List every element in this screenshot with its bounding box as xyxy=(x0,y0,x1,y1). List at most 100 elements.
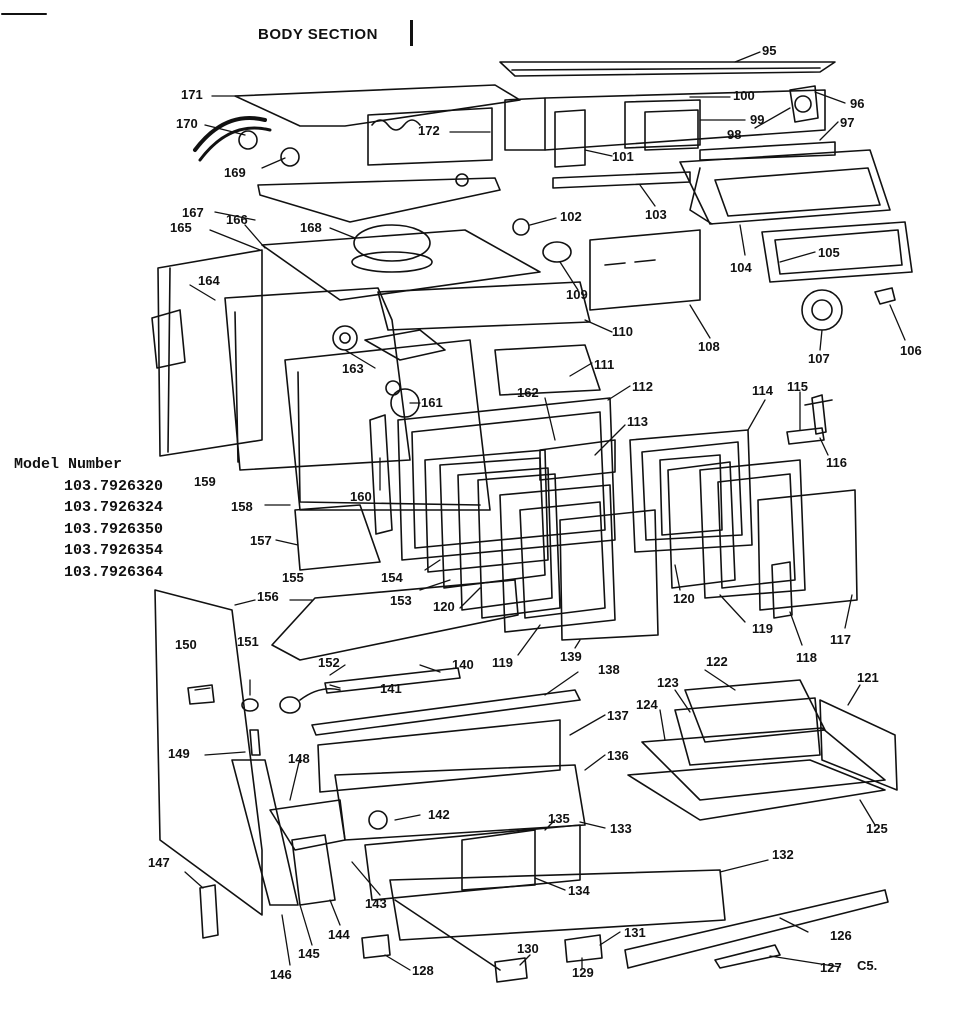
side-panel-part xyxy=(157,249,263,457)
bar-part xyxy=(377,281,591,331)
part-label: 119 xyxy=(752,621,773,636)
part-label: 159 xyxy=(194,474,216,489)
control-panel-part xyxy=(679,149,891,225)
part-label: 165 xyxy=(170,220,192,235)
control-box-part xyxy=(367,107,493,166)
part-label: 112 xyxy=(632,379,653,394)
part-label: 169 xyxy=(224,165,246,180)
part-label: 99 xyxy=(750,112,765,127)
part-label: 117 xyxy=(830,632,851,647)
part-label: 113 xyxy=(627,414,648,429)
part-label: 156 xyxy=(257,589,279,604)
part-label: 106 xyxy=(900,343,922,358)
kickplate-part xyxy=(271,579,519,661)
part-label: 121 xyxy=(857,670,879,685)
part-label: 130 xyxy=(517,941,539,956)
door-liner-part xyxy=(499,484,616,633)
part-label: 148 xyxy=(288,751,310,766)
model-number: 103.7926320 xyxy=(64,477,164,495)
lower-side-panel-part xyxy=(154,589,263,916)
model-number-header: Model Number xyxy=(14,456,123,473)
part-label: 160 xyxy=(350,489,372,504)
back-panel-part xyxy=(224,287,411,471)
part-label: 125 xyxy=(866,821,888,836)
door-frame-part xyxy=(397,397,616,561)
part-label: 145 xyxy=(298,946,320,961)
broiler-grid-part xyxy=(627,759,886,821)
part-label: 124 xyxy=(636,697,658,712)
top-panel-part xyxy=(234,84,521,127)
part-label: 104 xyxy=(730,260,752,275)
part-label: 105 xyxy=(818,245,840,260)
part-label: 155 xyxy=(282,570,304,585)
top-strip-part xyxy=(499,61,836,77)
door-liner-2-part xyxy=(699,459,806,599)
code-label: C5. xyxy=(857,958,878,973)
part-label: 114 xyxy=(752,383,773,398)
model-number: 103.7926324 xyxy=(64,499,164,516)
part-label: 134 xyxy=(568,883,590,898)
panel-101-part xyxy=(554,109,586,168)
part-label: 141 xyxy=(380,681,402,696)
part-label: 163 xyxy=(342,361,364,376)
part-label: 139 xyxy=(560,649,582,664)
door-outer-part xyxy=(559,509,659,641)
oven-top-part xyxy=(261,229,541,301)
part-label: 119 xyxy=(492,655,513,670)
clock-part xyxy=(789,85,819,123)
part-label: 138 xyxy=(598,662,620,677)
part-label: 167 xyxy=(182,205,204,220)
part-label: 149 xyxy=(168,746,190,761)
part-label: 142 xyxy=(428,807,450,822)
part-label: 171 xyxy=(181,87,203,102)
title-bar-right xyxy=(410,20,413,46)
model-number: 103.7926364 xyxy=(64,563,164,581)
part-label: 126 xyxy=(830,928,852,943)
part-label: 103 xyxy=(645,207,667,222)
part-label: 100 xyxy=(733,88,755,103)
plate-part xyxy=(257,177,501,223)
part-label: 152 xyxy=(318,655,340,670)
part-label: 168 xyxy=(300,220,322,235)
part-label: 108 xyxy=(698,339,720,354)
part-label: 122 xyxy=(706,654,728,669)
panel-99-part xyxy=(644,109,699,151)
model-number: 103.7926350 xyxy=(64,520,164,538)
part-label: 158 xyxy=(231,499,253,514)
part-label: 136 xyxy=(607,748,629,763)
part-label: 170 xyxy=(176,116,198,131)
part-label: 150 xyxy=(175,637,197,652)
part-label: 110 xyxy=(612,324,633,339)
part-label: 97 xyxy=(840,115,855,130)
part-label: 147 xyxy=(148,855,170,870)
part-label: 133 xyxy=(610,821,632,836)
bracket-157-part xyxy=(294,504,381,571)
model-number-list: Model Number 103.7926320 103.7926324 103… xyxy=(14,454,163,583)
part-label: 123 xyxy=(657,675,679,690)
part-label: 151 xyxy=(237,634,259,649)
frame-part xyxy=(761,221,913,283)
part-label: 162 xyxy=(517,385,539,400)
part-label: 146 xyxy=(270,967,292,982)
part-label: 166 xyxy=(226,212,248,227)
model-number: 103.7926354 xyxy=(64,542,164,559)
door-frame-2-part xyxy=(629,429,753,553)
part-label: 129 xyxy=(572,965,594,980)
part-label: 102 xyxy=(560,209,582,224)
part-label: 153 xyxy=(390,593,412,608)
part-label: 120 xyxy=(433,599,455,614)
part-label: 96 xyxy=(850,96,865,111)
part-label: 143 xyxy=(365,896,387,911)
part-label: 109 xyxy=(566,287,588,302)
part-label: 98 xyxy=(727,127,742,142)
part-label: 95 xyxy=(762,43,777,58)
drawer-part xyxy=(389,869,726,941)
part-label: 135 xyxy=(548,811,570,826)
part-label: 132 xyxy=(772,847,794,862)
part-label: 116 xyxy=(826,455,847,470)
part-label: 154 xyxy=(381,570,403,585)
part-label: 107 xyxy=(808,351,830,366)
part-label: 137 xyxy=(607,708,629,723)
